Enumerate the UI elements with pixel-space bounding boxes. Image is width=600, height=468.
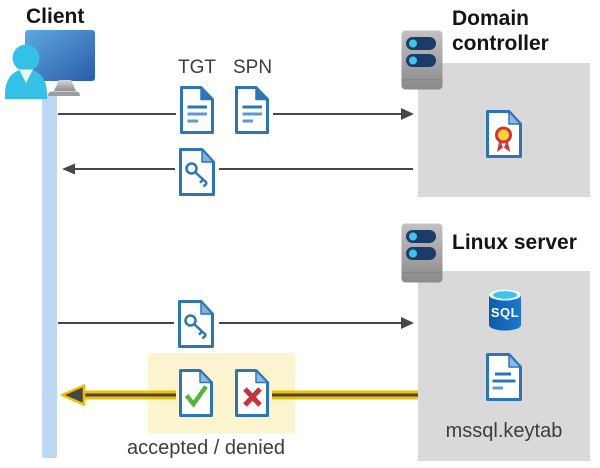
result-arrow [60, 384, 418, 406]
tgt-document-icon [180, 86, 214, 134]
linux-server-label: Linux server [452, 231, 577, 254]
user-head [12, 44, 40, 72]
monitor-stand [54, 80, 76, 91]
linux-server-icon [401, 223, 443, 283]
keytab-label: mssql.keytab [445, 420, 563, 442]
client-computer-icon [5, 30, 95, 99]
user-collar [19, 69, 33, 83]
tgt-label: TGT [178, 57, 216, 78]
monitor-base [48, 91, 80, 96]
client-label: Client [26, 5, 85, 28]
spn-label: SPN [233, 57, 273, 78]
keytab-file-icon [486, 353, 522, 401]
domain-controller-server-icon [401, 30, 443, 90]
client-timeline [42, 94, 57, 458]
key-ticket-icon [179, 148, 215, 196]
ticket-response-arrow [62, 163, 413, 175]
monitor-screen [25, 30, 95, 81]
spn-document-icon [235, 86, 269, 134]
certificate-icon [486, 110, 522, 158]
tgt-spn-request-arrow [58, 108, 414, 120]
user-body [5, 68, 47, 99]
result-label: accepted / denied [127, 437, 285, 459]
domain-controller-label: Domain controller [452, 7, 549, 56]
denied-cross-icon [235, 369, 269, 417]
sql-text: SQL [491, 305, 519, 320]
accepted-check-icon [179, 369, 213, 417]
key-ticket-icon [178, 300, 214, 348]
sql-database-icon: SQL [489, 289, 521, 331]
service-ticket-request-arrow [58, 317, 414, 329]
